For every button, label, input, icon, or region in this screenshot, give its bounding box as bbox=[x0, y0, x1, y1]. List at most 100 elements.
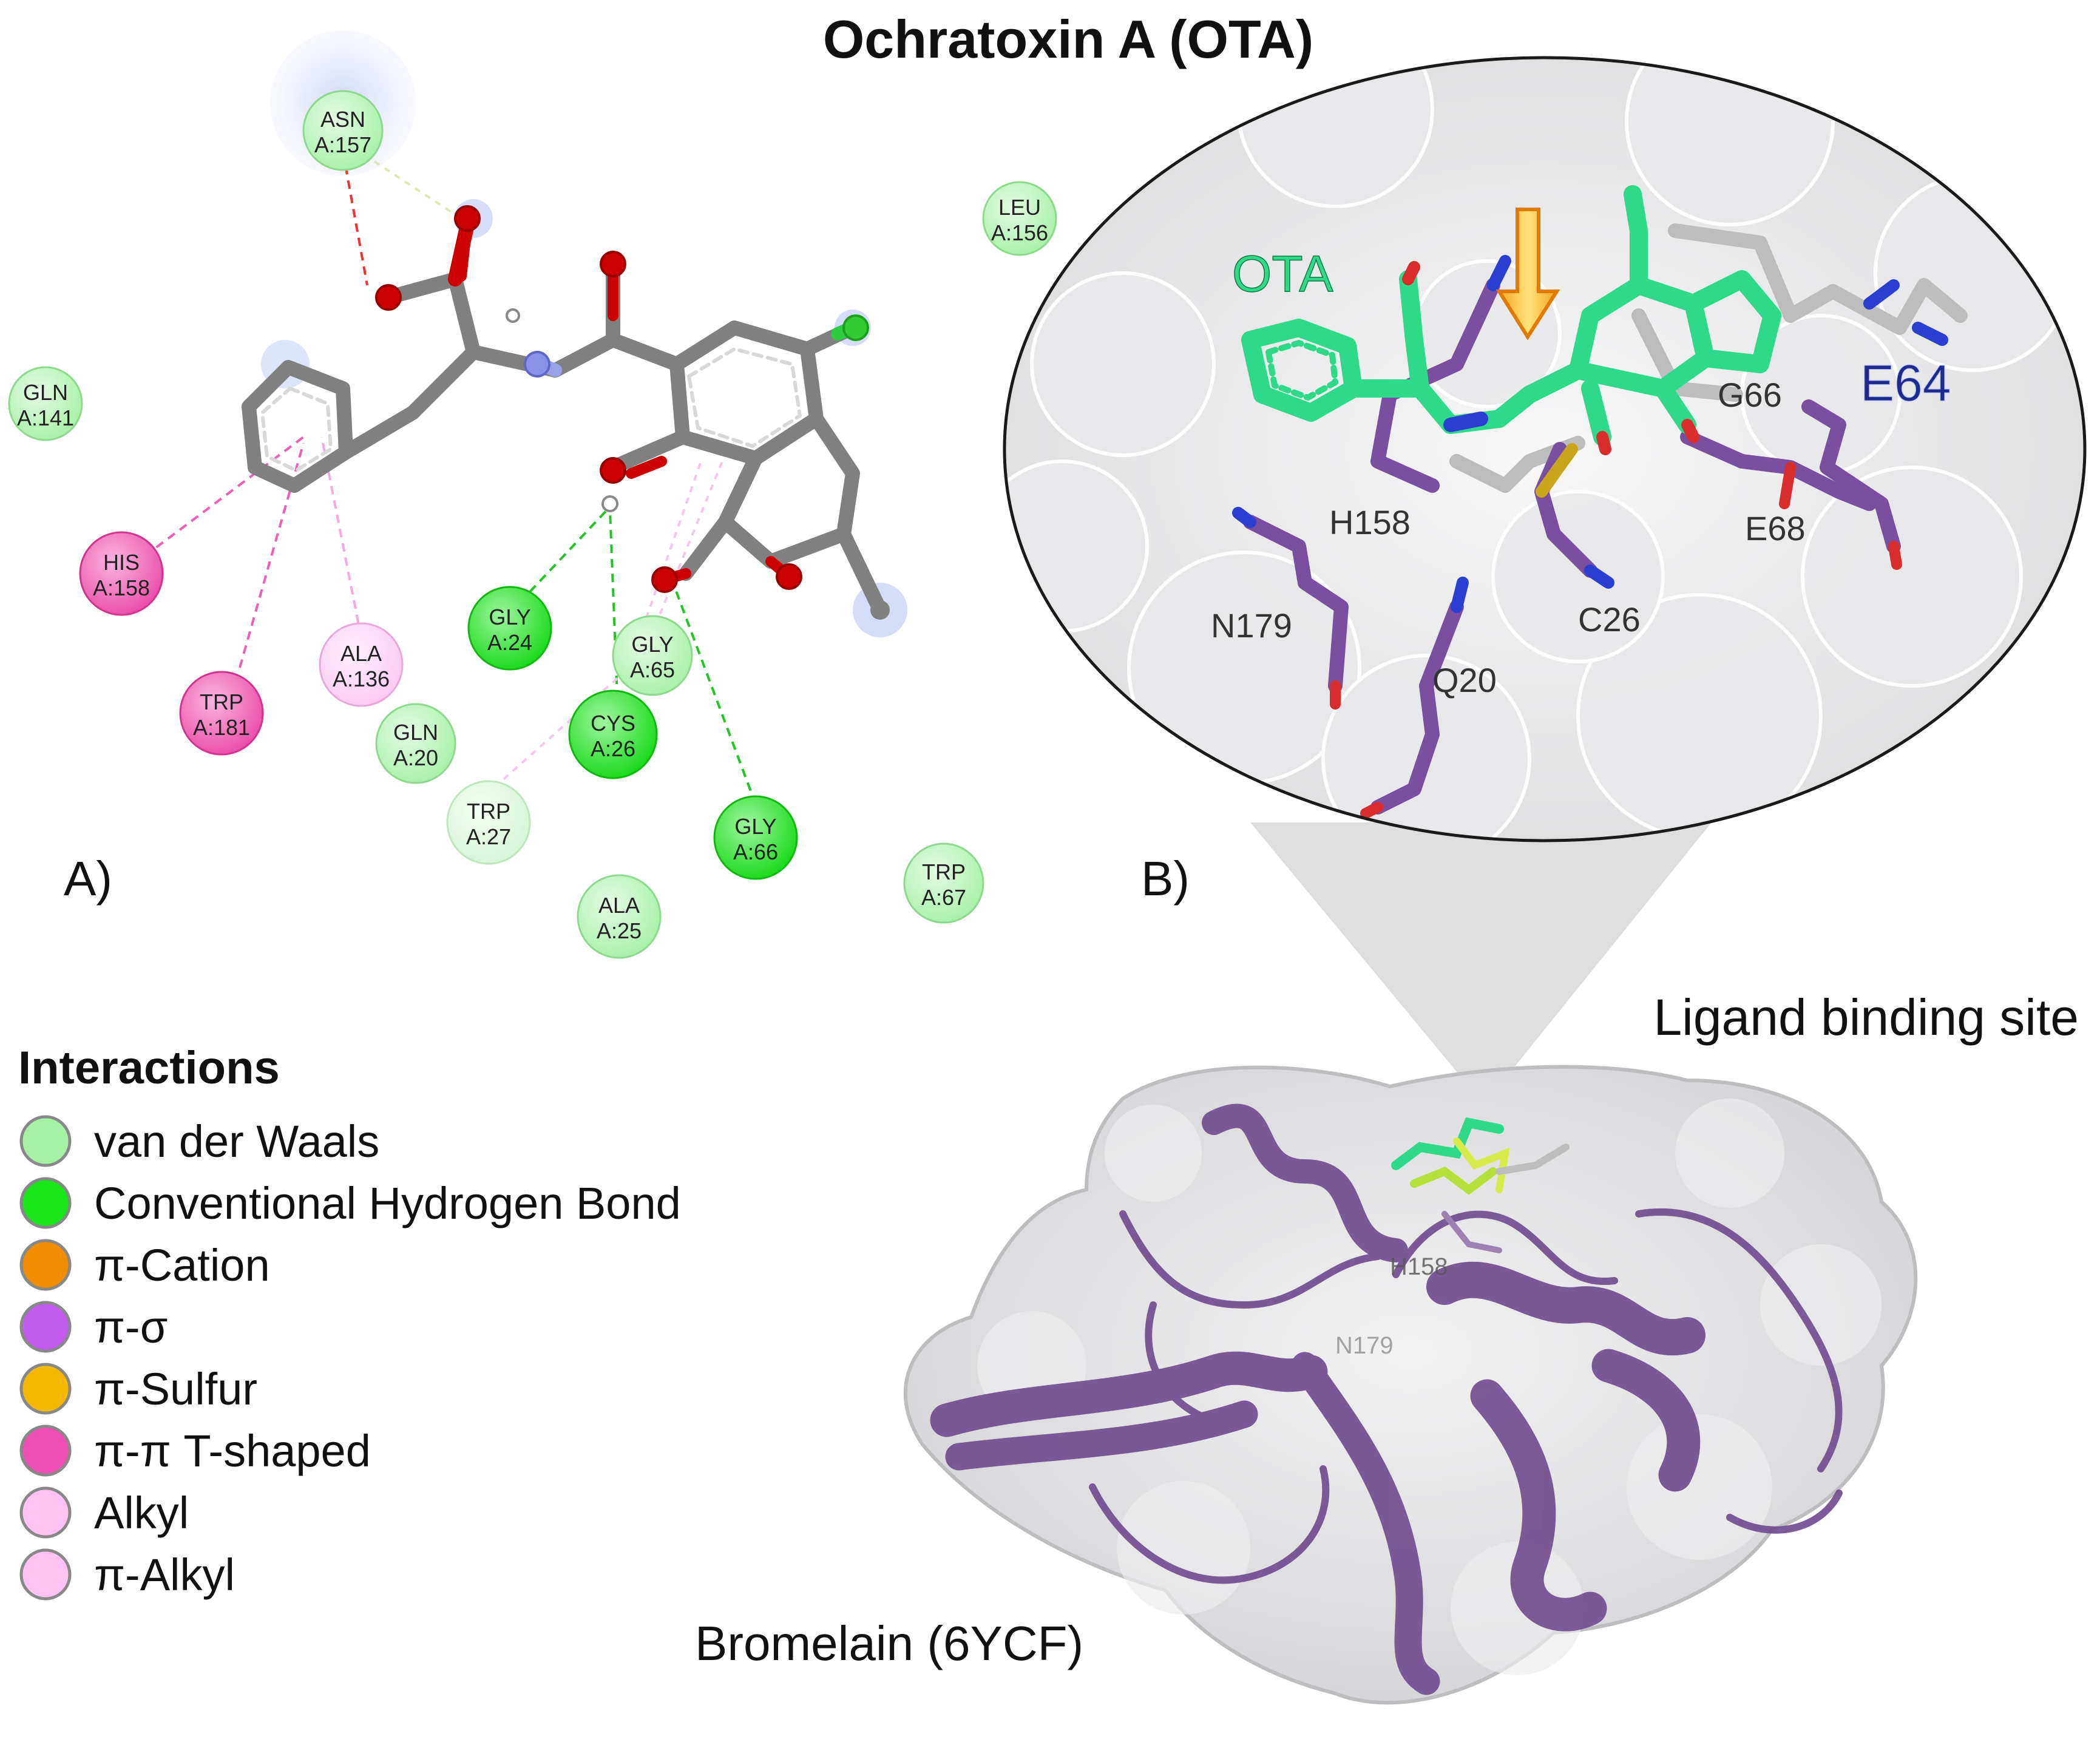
legend-item: van der Waals bbox=[19, 1115, 379, 1167]
binding-arrow-icon bbox=[1495, 208, 1560, 341]
residue-name: GLN bbox=[23, 380, 68, 405]
bromelain-protein: H158 N179 bbox=[903, 1065, 1918, 1705]
legend-label: Alkyl bbox=[94, 1488, 189, 1538]
residue-name: ASN bbox=[320, 107, 365, 132]
residue-label-c26: C26 bbox=[1578, 600, 1641, 639]
residue-label-e64: E64 bbox=[1860, 354, 1951, 412]
legend-swatch bbox=[19, 1239, 72, 1291]
legend-item: π-Alkyl bbox=[19, 1548, 235, 1601]
residue-id: A:136 bbox=[333, 666, 390, 691]
zoom-callout-cone bbox=[1250, 822, 1712, 1105]
binding-site-label: Ligand binding site bbox=[1653, 989, 2079, 1046]
protein-label: Bromelain (6YCF) bbox=[695, 1616, 1083, 1670]
legend-swatch bbox=[19, 1363, 72, 1415]
residue-id: A:67 bbox=[921, 885, 966, 910]
legend-label: π-Cation bbox=[94, 1240, 270, 1290]
residue-disc-circle bbox=[903, 842, 984, 924]
residue-name: LEU bbox=[998, 195, 1041, 220]
residue-name: TRP bbox=[467, 799, 510, 824]
residue-discs: ASNA:157LEUA:156GLNA:141HISA:158TRPA:181… bbox=[8, 90, 1057, 959]
residue-id: A:141 bbox=[17, 405, 74, 430]
legend-swatch bbox=[19, 1301, 72, 1353]
ligand-cluster bbox=[1391, 1117, 1570, 1253]
legend-item: Conventional Hydrogen Bond bbox=[19, 1177, 681, 1229]
legend-label: π-π T-shaped bbox=[94, 1426, 371, 1476]
residue-disc-circle bbox=[375, 703, 456, 784]
residue-disc-circle bbox=[302, 90, 384, 171]
residue-name: ALA bbox=[340, 641, 382, 666]
legend-swatch bbox=[19, 1548, 72, 1601]
residue-id: A:24 bbox=[487, 630, 532, 655]
panel-a-interaction-diagram: ASNA:157LEUA:156GLNA:141HISA:158TRPA:181… bbox=[8, 30, 1057, 959]
legend-label: π-σ bbox=[94, 1302, 168, 1352]
legend-item: π-Cation bbox=[19, 1239, 270, 1291]
legend-item: π-π T-shaped bbox=[19, 1425, 371, 1477]
residue-disc-circle bbox=[713, 795, 798, 880]
alkyl-line-ala136 bbox=[320, 436, 362, 638]
residue-disc-circle bbox=[568, 690, 658, 779]
residue-name: GLY bbox=[631, 632, 673, 657]
residue-label-e68: E68 bbox=[1745, 509, 1806, 547]
residue-name: GLY bbox=[489, 605, 530, 629]
residue-label-n179: N179 bbox=[1211, 606, 1292, 645]
legend-item: π-Sulfur bbox=[19, 1363, 257, 1415]
protein-inner-label-n179: N179 bbox=[1335, 1332, 1394, 1359]
residue-disc-circle bbox=[577, 874, 662, 959]
residue-id: A:20 bbox=[393, 745, 438, 770]
residue-id: A:181 bbox=[193, 715, 250, 740]
legend-swatch bbox=[19, 1486, 72, 1539]
hbond-line-gly24 bbox=[509, 506, 611, 614]
residue-disc-circle bbox=[319, 622, 404, 707]
residue-sticks-q20 bbox=[1370, 600, 1464, 815]
ota-ligand-3d bbox=[1241, 185, 1781, 446]
legend-title: Interactions bbox=[18, 1042, 280, 1094]
residue-disc-circle bbox=[446, 780, 531, 865]
ota-ligand-label: OTA bbox=[1232, 245, 1333, 302]
legend-swatch bbox=[19, 1115, 72, 1167]
residue-disc-circle bbox=[982, 181, 1057, 256]
residue-id: A:65 bbox=[630, 657, 675, 682]
residue-name: CYS bbox=[591, 711, 635, 736]
ota-ligand-2d bbox=[242, 205, 890, 620]
legend-swatch bbox=[19, 1425, 72, 1477]
protein-ribbon bbox=[930, 1103, 1843, 1695]
residue-sticks-n179 bbox=[1243, 515, 1349, 693]
legend-label: π-Sulfur bbox=[94, 1364, 257, 1414]
residue-disc-circle bbox=[179, 671, 264, 756]
legend-item: π-σ bbox=[19, 1301, 168, 1353]
residue-name: GLN bbox=[393, 720, 438, 745]
residue-disc-circle bbox=[467, 586, 552, 671]
panel-b-label: B) bbox=[1141, 852, 1190, 906]
residue-name: ALA bbox=[598, 893, 640, 918]
zoom-ellipse-outline bbox=[1003, 56, 2087, 842]
residue-id: A:158 bbox=[93, 575, 150, 600]
residue-label-h158: H158 bbox=[1329, 503, 1411, 541]
legend-swatch bbox=[19, 1177, 72, 1229]
legend-label: van der Waals bbox=[94, 1116, 379, 1167]
residue-id: A:156 bbox=[991, 220, 1048, 245]
residue-label-q20: Q20 bbox=[1432, 661, 1497, 699]
residue-id: A:27 bbox=[466, 824, 511, 849]
legend-item: Alkyl bbox=[19, 1486, 189, 1539]
figure-title: Ochratoxin A (OTA) bbox=[823, 9, 1313, 69]
residue-id: A:66 bbox=[733, 839, 778, 864]
weak-line-gly65 bbox=[633, 461, 702, 653]
legend-label: Conventional Hydrogen Bond bbox=[94, 1178, 681, 1228]
residue-name: GLY bbox=[734, 814, 776, 839]
residue-name: TRP bbox=[922, 859, 966, 884]
panel-a-label: A) bbox=[64, 852, 112, 906]
